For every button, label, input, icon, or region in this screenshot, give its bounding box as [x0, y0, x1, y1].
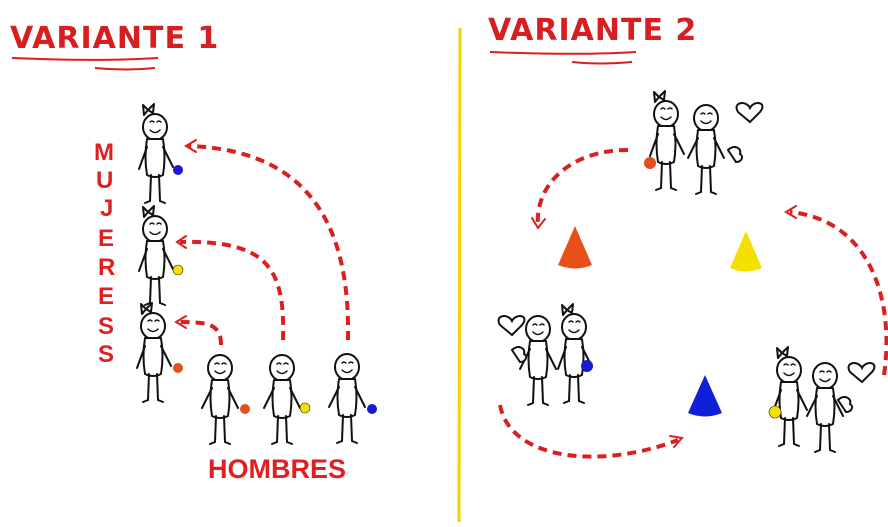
arrowhead — [669, 435, 684, 448]
woman-figure — [136, 302, 172, 403]
title2-underline — [489, 51, 637, 55]
woman-figure — [138, 205, 174, 306]
yellow-ball — [299, 402, 311, 414]
yellow-cone — [730, 231, 762, 272]
orange-ball — [240, 404, 250, 414]
waving-hand-icon — [847, 362, 876, 384]
arrowhead — [784, 205, 797, 219]
variant1-title: VARIANTE 1 — [10, 21, 219, 56]
women-label: M U J E R E S S — [94, 139, 115, 368]
orange-ball — [173, 363, 183, 373]
man-figure — [806, 362, 844, 453]
woman-figure — [557, 303, 593, 404]
arrowhead — [531, 217, 546, 230]
woman-figure — [772, 346, 808, 447]
pointing-hand-icon — [726, 146, 744, 164]
variant1-panel: VARIANTE 1 M U J E R E S S — [10, 21, 377, 484]
women-label-letter: R — [98, 254, 115, 281]
title1-underline-short — [94, 67, 156, 71]
arrow-right-to-top — [789, 210, 888, 376]
arrowhead — [174, 315, 187, 329]
women-label-letter: U — [96, 167, 113, 194]
yellow-ball — [768, 405, 782, 419]
panel-divider — [457, 27, 462, 523]
man-figure — [328, 353, 366, 444]
arrow-left-to-bottom — [498, 404, 679, 459]
arrowhead — [175, 235, 187, 249]
blue-ball — [367, 404, 377, 414]
blue-ball — [581, 360, 593, 372]
women-label-letter: E — [98, 225, 114, 252]
women-label-letter: M — [94, 139, 114, 166]
man-figure — [687, 104, 725, 195]
woman-figure — [138, 103, 174, 204]
blue-cone — [688, 375, 722, 417]
orange-cone — [558, 226, 592, 269]
women-label-letter: E — [98, 283, 114, 310]
waving-hand-icon — [497, 315, 526, 337]
women-label-letter: J — [100, 195, 113, 222]
pointing-hand-icon — [510, 346, 528, 364]
man-figure — [263, 354, 301, 445]
woman-figure — [649, 90, 685, 191]
women-label-letter: S — [98, 313, 114, 340]
title2-underline-short — [571, 61, 633, 65]
title1-underline — [11, 57, 159, 61]
arrowhead — [184, 139, 197, 153]
variant2-title: VARIANTE 2 — [488, 13, 697, 48]
blue-ball — [173, 165, 183, 175]
arrow-man1-to-woman3 — [179, 320, 223, 346]
men-label: HOMBRES — [208, 454, 346, 484]
waving-hand-icon — [735, 102, 764, 124]
yellow-ball — [172, 264, 184, 276]
pointing-hand-icon — [836, 396, 854, 414]
arrow-man3-to-woman1 — [187, 144, 351, 341]
women-label-letter: S — [98, 341, 114, 368]
arrow-man2-to-woman2 — [179, 239, 286, 341]
man-figure — [201, 354, 239, 445]
orange-ball — [644, 157, 656, 169]
variant2-panel: VARIANTE 2 — [488, 13, 888, 459]
arrow-top-to-left — [535, 148, 629, 226]
